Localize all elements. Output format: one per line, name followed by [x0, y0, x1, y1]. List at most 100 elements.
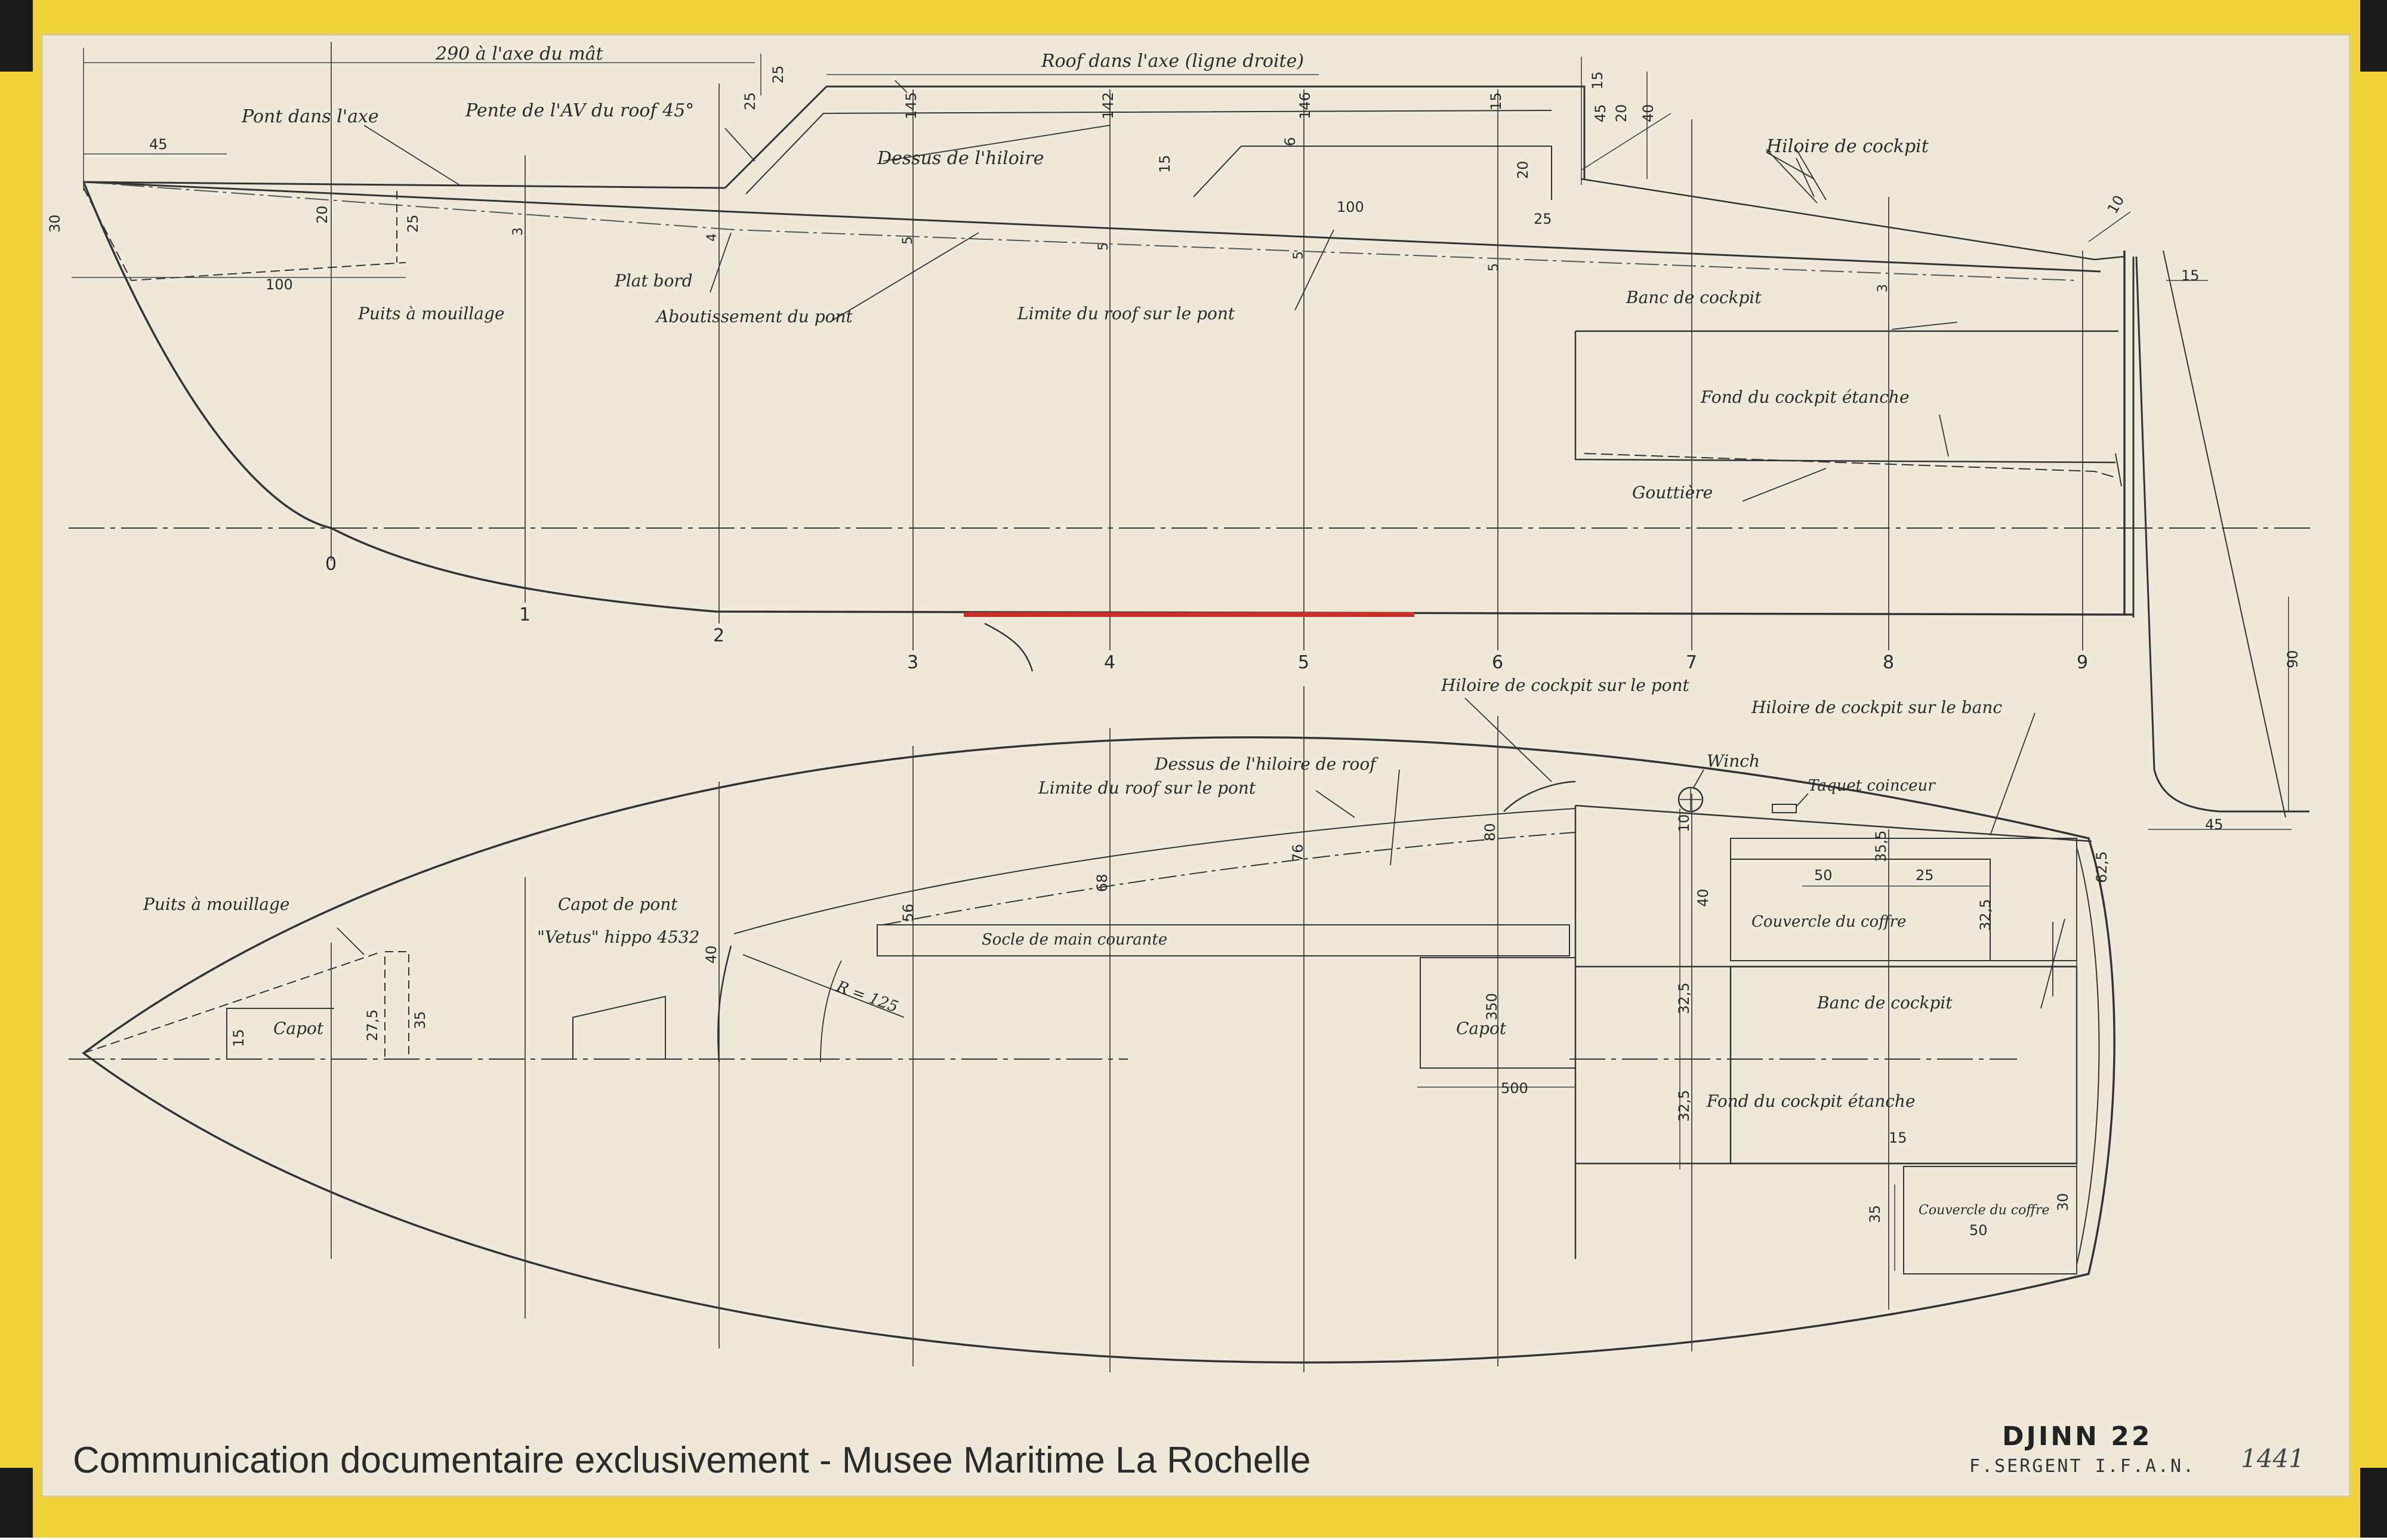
cockpit-bench-label: Banc de cockpit — [1626, 288, 1762, 307]
locker-lid-1 — [1730, 859, 1991, 961]
dim: 80 — [1482, 823, 1498, 841]
dim: 15 — [1157, 155, 1173, 173]
dim: 27,5 — [364, 1010, 381, 1041]
dim: 142 — [1100, 92, 1117, 119]
dim: 20 — [1613, 104, 1630, 122]
roof-limit-label: Limite du roof sur le pont — [1017, 304, 1235, 323]
station-number: 6 — [1492, 652, 1503, 673]
hatch-label-mid: Capot — [1456, 1019, 1507, 1038]
deck-outline — [82, 736, 2115, 1364]
drawing-reference: 1441 — [2241, 1444, 2305, 1473]
dim: 20 — [1515, 161, 1531, 179]
dim: 100 — [266, 276, 293, 293]
dim: 6 — [1282, 137, 1299, 146]
rudder — [2135, 256, 2309, 813]
boat-name: DJINN 22 — [2002, 1421, 2152, 1452]
station-number: 3 — [907, 652, 918, 673]
station-number: 9 — [2077, 652, 2088, 673]
dim: 76 — [1290, 844, 1306, 862]
dim: 35 — [1867, 1205, 1883, 1223]
dim: 56 — [900, 903, 917, 922]
corner-clip — [2360, 1468, 2387, 1538]
dim: 50 — [1969, 1222, 1988, 1239]
dim: 10 — [1676, 814, 1692, 832]
gunwale-label: Plat bord — [614, 271, 693, 291]
roof-slope-label: Pente de l'AV du roof 45° — [465, 100, 694, 121]
cockpit-floor-plan-label: Fond du cockpit étanche — [1706, 1091, 1916, 1111]
dim: 5 — [1291, 251, 1306, 260]
dim: 25 — [1534, 211, 1552, 227]
paper — [42, 35, 2350, 1496]
station-number: 1 — [519, 604, 531, 625]
cam-cleat-symbol — [1772, 804, 1797, 813]
deck-axis-label: Pont dans l'axe — [241, 106, 379, 127]
handrail-base-label: Socle de main courante — [982, 931, 1167, 949]
station-number: 2 — [713, 625, 724, 646]
anchor-well-plan-label: Puits à mouillage — [143, 894, 289, 914]
dim: 45 — [1592, 104, 1609, 122]
designer-name: F.SERGENT I.F.A.N. — [1969, 1456, 2196, 1477]
gutter-label: Gouttière — [1632, 483, 1713, 502]
dim: 32,5 — [1977, 899, 1994, 931]
dim: 500 — [1501, 1080, 1528, 1097]
station-number: 5 — [1298, 652, 1309, 673]
dim: 3 — [1876, 284, 1891, 292]
coaming-on-bench-label: Hiloire de cockpit sur le banc — [1751, 698, 2002, 717]
dim: 350 — [1484, 993, 1500, 1020]
deck-end-label: Aboutissement du pont — [655, 307, 853, 326]
dim: 45 — [149, 136, 168, 153]
roof-limit-plan-label: Limite du roof sur le pont — [1038, 778, 1256, 798]
hull-profile-line — [82, 181, 2134, 616]
dim: 15 — [2181, 267, 2200, 284]
corner-clip — [0, 0, 33, 72]
deck-hatch-symbol — [572, 995, 666, 1059]
dim: 5 — [1096, 242, 1111, 251]
dim: 25 — [742, 92, 758, 110]
archive-credit: Communication documentaire exclusivement… — [73, 1440, 1311, 1481]
handrail-base — [877, 924, 1570, 956]
dim: 25 — [770, 65, 787, 84]
dim: 35 — [412, 1011, 428, 1029]
mast-dimension-label: 290 à l'axe du mât — [435, 44, 604, 64]
plan-dimensions: 15 27,5 35 40 56 68 76 80 350 500 10 35,… — [230, 814, 2223, 1239]
cam-cleat-label: Taquet coinceur — [1808, 777, 1936, 795]
dim: 45 — [2205, 816, 2223, 833]
dim: 3 — [511, 227, 526, 236]
coaming-top-label: Dessus de l'hiloire — [877, 148, 1044, 169]
dim: 15 — [230, 1029, 247, 1047]
dim: 100 — [1337, 199, 1364, 215]
dim: 5 — [1487, 263, 1501, 271]
vent-model-label: "Vetus" hippo 4532 — [537, 927, 699, 947]
dim: 32,5 — [1676, 1090, 1692, 1122]
station-number: 0 — [325, 554, 337, 575]
locker-lid-2-label: Couvercle du coffre — [1919, 1203, 2050, 1218]
dim: 25 — [405, 214, 421, 233]
coaming-on-deck-label: Hiloire de cockpit sur le pont — [1441, 675, 1690, 695]
station-number: 8 — [1883, 652, 1894, 673]
dim: 30 — [2055, 1193, 2071, 1211]
deck-hatch-label: Capot de pont — [558, 894, 678, 914]
dim: 32,5 — [1676, 983, 1692, 1014]
dim: 15 — [1889, 1129, 1907, 1146]
roof-axis-label: Roof dans l'axe (ligne droite) — [1041, 51, 1304, 72]
title-block: DJINN 22 F.SERGENT I.F.A.N. — [1969, 1420, 2220, 1486]
winch-label: Winch — [1707, 751, 1760, 771]
plan-view — [69, 686, 2115, 1372]
winch-symbol — [1677, 786, 1704, 813]
station-numbers: 0 1 2 3 4 5 6 7 8 9 — [325, 554, 2088, 673]
dim: 68 — [1094, 874, 1111, 892]
dim: 5 — [900, 236, 915, 245]
station-number: 4 — [1104, 652, 1115, 673]
station-number: 7 — [1686, 652, 1697, 673]
dim: 30 — [47, 214, 63, 233]
anchor-well-label: Puits à mouillage — [357, 304, 504, 323]
dim: 40 — [703, 945, 720, 964]
dim: 15 — [1488, 92, 1504, 110]
dim: 40 — [1640, 104, 1657, 122]
roof-limit-curve — [733, 808, 1576, 934]
cockpit-bench-plan-label: Banc de cockpit — [1817, 993, 1953, 1013]
dim: 146 — [1297, 92, 1313, 119]
cockpit-floor-label: Fond du cockpit étanche — [1700, 387, 1910, 407]
sheer-line — [83, 181, 2101, 273]
